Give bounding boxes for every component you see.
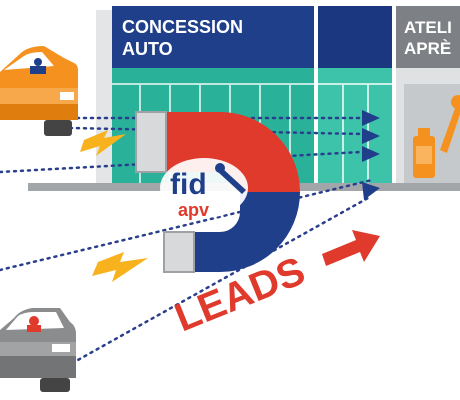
lightning-bolt-icon [80,130,126,156]
red-arrow-icon [322,230,380,266]
concession-sign-line2: AUTO [122,39,173,59]
logo-line2: apv [178,200,209,220]
concession-sign-panel [112,6,314,68]
oil-can-icon [413,128,435,178]
gray-car-icon [0,308,76,392]
middle-glass [318,68,392,184]
lightning-bolt-icon-2 [92,252,148,282]
logo-line1: fid [170,168,207,201]
atelier-sign-panel [396,6,460,68]
logo-wrench-icon [218,168,246,194]
concession-sign-line1: CONCESSION [122,17,243,37]
orange-car-icon [0,46,78,136]
atelier-sign-line2: APRÈ [404,39,451,58]
logo-wrench-head [215,163,225,173]
fidapv-logo: fid apv [160,158,248,220]
building-side-wall [96,10,112,185]
middle-sign-panel [318,6,392,68]
lead-arrowheads [362,110,380,200]
atelier-sign-line1: ATELI [404,18,452,37]
wrench-icon [440,95,460,153]
